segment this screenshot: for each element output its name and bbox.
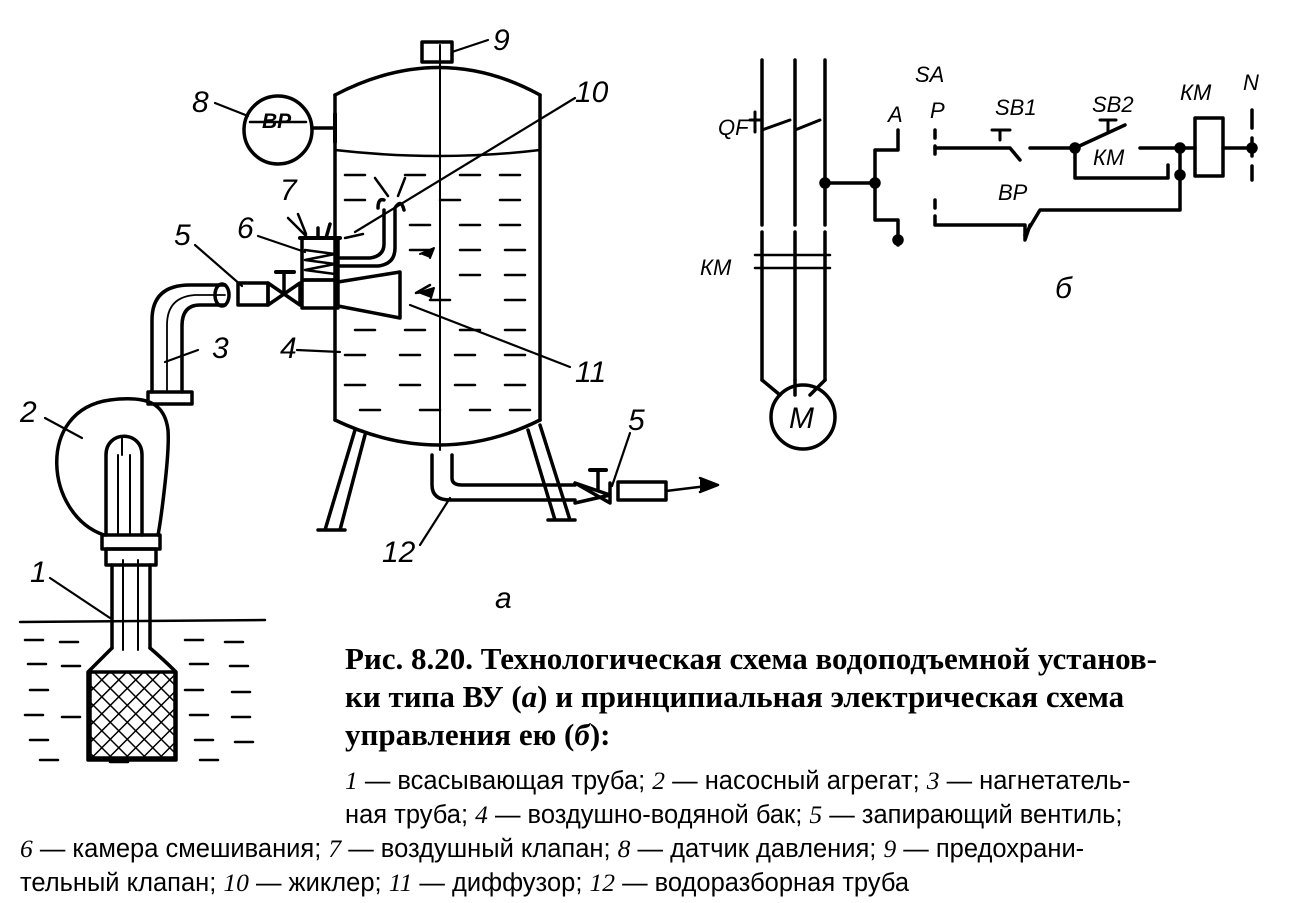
outlet-pipe xyxy=(430,453,720,505)
water-source xyxy=(18,618,267,764)
safety-valve xyxy=(420,40,454,64)
diffuser xyxy=(336,270,402,320)
legend-number: 6 xyxy=(20,834,33,863)
label-sb1: SB1 xyxy=(995,95,1037,120)
label-5-outlet: 5 xyxy=(628,404,645,437)
label-km-contact: КМ xyxy=(1093,145,1125,170)
diagram-b-labels: QF КМ SA А Р SB1 SB2 КМ КМ N ВР М б xyxy=(700,62,1259,435)
suction-pipe xyxy=(86,533,178,762)
contactor-lines xyxy=(760,230,827,382)
label-3: 3 xyxy=(212,332,229,365)
leader-lines xyxy=(43,38,632,620)
label-9: 9 xyxy=(493,24,510,57)
label-4: 4 xyxy=(280,332,297,365)
label-n: N xyxy=(1243,70,1259,95)
label-km-top: КМ xyxy=(1180,80,1212,105)
power-lines xyxy=(760,58,827,227)
label-sb2: SB2 xyxy=(1092,92,1134,117)
water-level-dashes xyxy=(343,173,532,412)
legend-number: 8 xyxy=(617,834,631,863)
strainer xyxy=(88,670,177,760)
legend-number: 4 xyxy=(475,800,488,829)
caption-text: ки типа ВУ ( xyxy=(345,679,522,714)
label-p: Р xyxy=(930,98,945,123)
air-water-tank xyxy=(316,40,577,532)
legend-number: 9 xyxy=(883,834,897,863)
caption-line-2: ки типа ВУ (а) и принципиальная электрич… xyxy=(345,678,1270,716)
label-km-left: КМ xyxy=(700,255,732,280)
label-10: 10 xyxy=(575,76,609,109)
legend-text: тельный клапан; xyxy=(20,869,224,897)
legend-text: — жиклер; xyxy=(248,869,389,897)
pump-unit xyxy=(55,397,171,537)
label-11: 11 xyxy=(575,356,606,389)
legend-number: 11 xyxy=(388,868,413,897)
legend-number: 1 xyxy=(345,766,358,795)
coil xyxy=(1193,116,1225,178)
legend-row-1: 1 — всасывающая труба; 2 — насосный агре… xyxy=(20,764,1275,798)
inlet-valve xyxy=(236,270,402,320)
legend-number: 2 xyxy=(652,766,666,795)
label-6: 6 xyxy=(237,212,254,245)
caption-part-a: а xyxy=(521,679,538,714)
label-12: 12 xyxy=(382,536,416,569)
legend-text: — нагнетатель- xyxy=(939,767,1131,795)
discharge-pipe xyxy=(146,282,231,406)
legend-row-3: 6 — камера смешивания; 7 — воздушный кла… xyxy=(20,832,1275,866)
pressure-sensor xyxy=(242,94,337,166)
legend-number: 3 xyxy=(926,766,940,795)
legend-number: 12 xyxy=(589,868,615,897)
figure-caption: Рис. 8.20. Технологическая схема водопод… xyxy=(345,640,1270,754)
legend-row-2: ная труба; 4 — воздушно-водяной бак; 5 —… xyxy=(20,798,1275,832)
label-1: 1 xyxy=(30,556,47,589)
legend-text: — предохрани- xyxy=(896,835,1085,863)
caption-text: управления ею ( xyxy=(345,717,575,752)
caption-line-3: управления ею (б): xyxy=(345,716,1270,754)
legend-text: ная труба; xyxy=(345,801,476,829)
label-bp: ВР xyxy=(998,180,1028,205)
motor-label: М xyxy=(789,402,814,435)
legend-number: 5 xyxy=(809,800,823,829)
label-5: 5 xyxy=(174,219,191,252)
motor xyxy=(769,383,837,451)
legend-text: — воздушный клапан; xyxy=(341,835,618,863)
jet-nozzle xyxy=(336,176,407,268)
sensor-label: ВР xyxy=(262,110,292,133)
label-8: 8 xyxy=(192,86,209,119)
legend-text: — водоразборная труба xyxy=(614,869,910,897)
legend-text: — насосный агрегат; xyxy=(665,767,927,795)
label-sa: SA xyxy=(915,62,944,87)
legend-text: — датчик давления; xyxy=(630,835,884,863)
legend-number: 7 xyxy=(328,834,342,863)
diagram-a-labels: 1 2 3 4 5 6 7 8 9 10 11 12 5 ВР а xyxy=(19,24,645,615)
label-2: 2 xyxy=(19,396,37,429)
label-7: 7 xyxy=(280,174,298,207)
legend-text: — диффузор; xyxy=(412,869,590,897)
legend-text: — всасывающая труба; xyxy=(357,767,653,795)
label-a: А xyxy=(886,102,903,127)
figure-legend: 1 — всасывающая труба; 2 — насосный агре… xyxy=(20,764,1275,900)
legend-text: — запирающий вентиль; xyxy=(822,801,1123,829)
part-a-label: а xyxy=(495,582,512,615)
caption-line-1: Рис. 8.20. Технологическая схема водопод… xyxy=(345,641,1157,676)
legend-text: — воздушно-водяной бак; xyxy=(487,801,810,829)
part-b-label: б xyxy=(1055,272,1073,305)
legend-text: — камера смешивания; xyxy=(32,835,329,863)
legend-row-4: тельный клапан; 10 — жиклер; 11 — диффуз… xyxy=(20,866,1275,900)
legend-number: 10 xyxy=(223,868,249,897)
caption-text: ) и принципиальная электрическая схема xyxy=(537,679,1125,714)
caption-part-b: б xyxy=(574,717,590,752)
caption-text: ): xyxy=(589,717,611,752)
label-qf: QF xyxy=(718,115,750,140)
electrical-scheme xyxy=(748,58,1258,451)
air-valve xyxy=(286,212,342,282)
technological-scheme xyxy=(18,38,720,764)
